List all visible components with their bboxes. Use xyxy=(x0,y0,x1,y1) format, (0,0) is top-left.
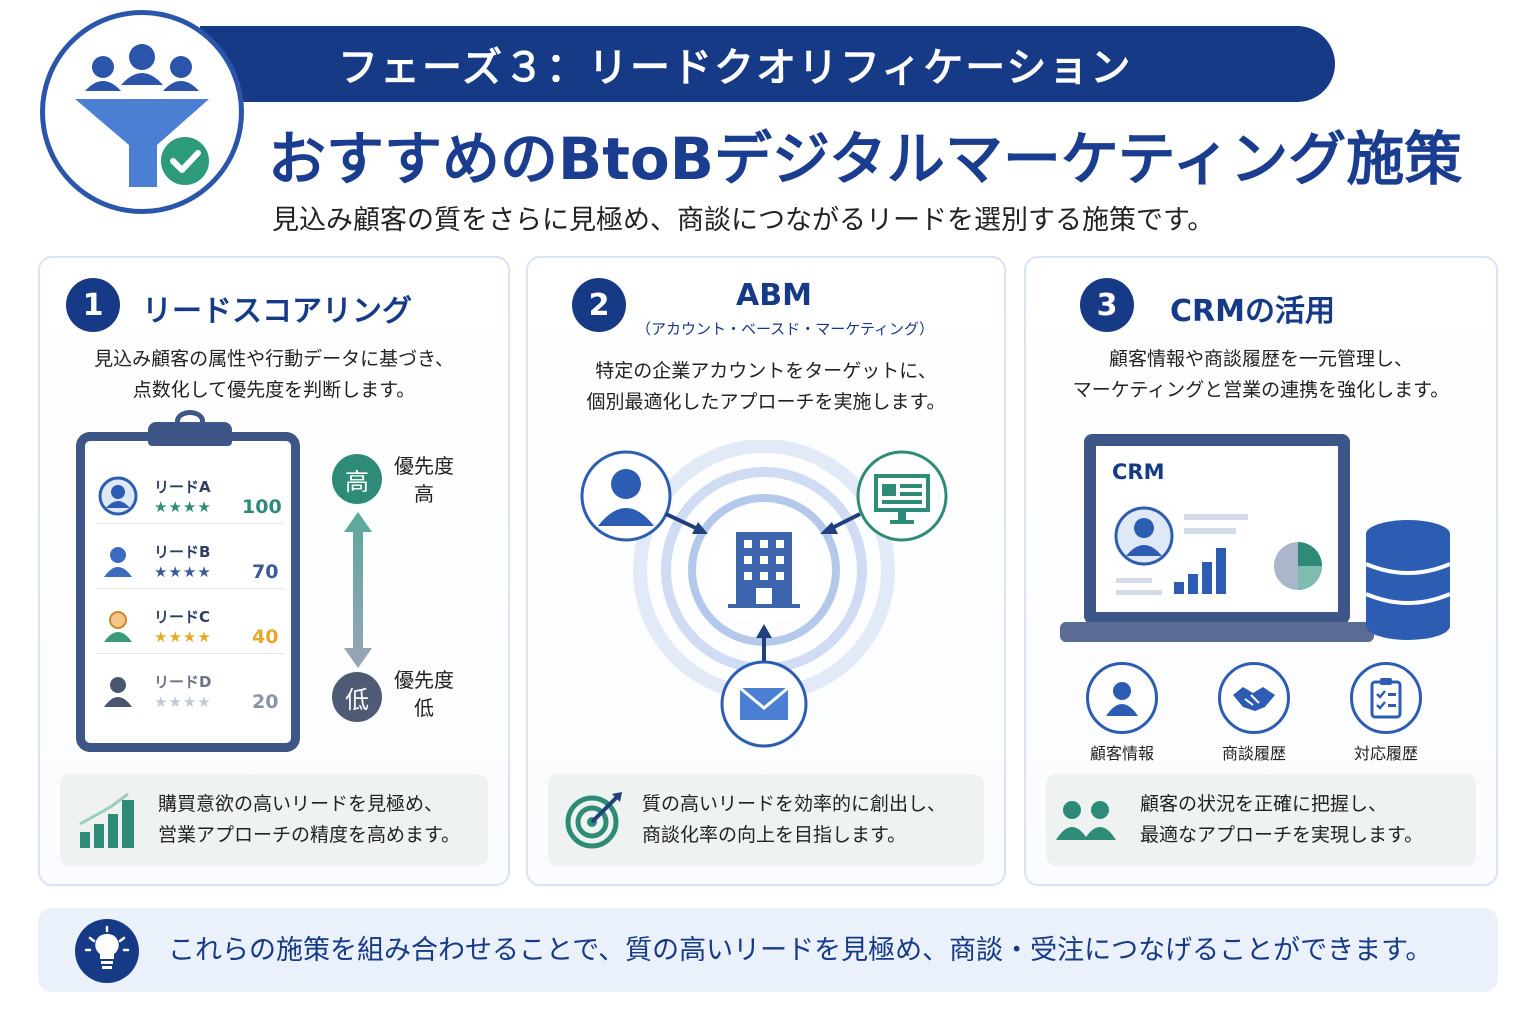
summary-text: 購買意欲の高いリードを見極め、 営業アプローチの精度を高めます。 xyxy=(158,789,460,851)
summary-text: 質の高いリードを効率的に創出し、 商談化率の向上を目指します。 xyxy=(642,789,946,851)
funnel-logo xyxy=(40,10,244,214)
crm-screen-label: CRM xyxy=(1112,460,1165,484)
priority-low-label: 優先度 低 xyxy=(394,666,454,722)
card-summary-crm: 顧客の状況を正確に把握し、 最適なアプローチを実現します。 xyxy=(1046,774,1476,866)
page-title: おすすめのBtoBデジタルマーケティング施策 xyxy=(268,125,1463,193)
monitor-icon xyxy=(856,450,948,542)
user-icon xyxy=(104,547,132,577)
summary-line: 商談化率の向上を目指します。 xyxy=(642,824,907,846)
lightbulb-icon xyxy=(75,919,139,983)
crm-item-label: 顧客情報 xyxy=(1089,744,1154,763)
page-subtitle: 見込み顧客の質をさらに見極め、商談につながるリードを選別する施策です。 xyxy=(272,205,1215,236)
lead-row: リードC ★★★★ 40 xyxy=(96,598,284,654)
customer-info-icon xyxy=(1086,662,1158,734)
user-icon xyxy=(104,611,132,642)
database-icon xyxy=(1365,520,1451,640)
lead-score: 70 xyxy=(252,561,279,583)
desc-line: 個別最適化したアプローチを実施します。 xyxy=(586,391,946,413)
handshake-icon xyxy=(1218,662,1290,734)
user-icon xyxy=(104,677,132,707)
summary-line: 購買意欲の高いリードを見極め、 xyxy=(158,793,444,815)
phase-banner: フェーズ３：リードクオリフィケーション xyxy=(200,26,1335,102)
crm-item-label: 対応履歴 xyxy=(1353,744,1418,763)
summary-line: 顧客の状況を正確に把握し、 xyxy=(1140,793,1388,815)
bar-growth-icon xyxy=(79,792,134,848)
card-title-crm: CRMの活用 xyxy=(1170,294,1335,329)
checklist-icon xyxy=(1350,662,1422,734)
pie-chart-icon xyxy=(1274,542,1322,590)
desc-line: マーケティングと営業の連携を強化します。 xyxy=(1072,379,1450,401)
mail-icon xyxy=(720,660,808,748)
person-icon xyxy=(580,450,672,542)
priority-high-label: 優先度 高 xyxy=(394,452,454,508)
person-icon xyxy=(1114,506,1174,566)
desc-line: 特定の企業アカウントをターゲットに、 xyxy=(595,360,937,382)
crm-item-label: 商談履歴 xyxy=(1221,744,1286,763)
card-summary-abm: 質の高いリードを効率的に創出し、 商談化率の向上を目指します。 xyxy=(548,774,984,866)
card-summary-lead-scoring: 購買意欲の高いリードを見極め、 営業アプローチの精度を高めます。 xyxy=(60,774,488,866)
card-desc-abm: 特定の企業アカウントをターゲットに、 個別最適化したアプローチを実施します。 xyxy=(526,356,1006,418)
card-title-abm: ABM xyxy=(736,278,812,313)
lead-stars: ★★★★ xyxy=(154,498,212,516)
priority-high-badge: 高 xyxy=(332,454,382,504)
priority-low-badge: 低 xyxy=(332,672,382,722)
desc-line: 見込み顧客の属性や行動データに基づき、 xyxy=(94,348,454,370)
lead-row: リードB ★★★★ 70 xyxy=(96,533,284,589)
lead-stars: ★★★★ xyxy=(154,628,212,646)
card-number-2: 2 xyxy=(572,278,626,332)
summary-line: 営業アプローチの精度を高めます。 xyxy=(158,824,461,846)
card-title-lead-scoring: リードスコアリング xyxy=(142,294,412,329)
priority-low-text: 優先度 xyxy=(394,668,454,692)
card-number-3: 3 xyxy=(1080,278,1134,332)
lead-score: 20 xyxy=(252,691,279,713)
summary-text: 顧客の状況を正確に把握し、 最適なアプローチを実現します。 xyxy=(1140,789,1423,851)
summary-line: 質の高いリードを効率的に創出し、 xyxy=(642,793,947,815)
lead-stars: ★★★★ xyxy=(154,563,212,581)
lead-row: リードA ★★★★ 100 xyxy=(96,468,284,524)
desc-line: 点数化して優先度を判断します。 xyxy=(132,379,416,401)
priority-high-text: 高 xyxy=(414,482,434,506)
clipboard-ring xyxy=(175,410,205,432)
priority-high-text: 優先度 xyxy=(394,454,454,478)
card-desc-lead-scoring: 見込み顧客の属性や行動データに基づき、 点数化して優先度を判断します。 xyxy=(38,344,510,406)
summary-line: 最適なアプローチを実現します。 xyxy=(1140,824,1424,846)
lead-row: リードD ★★★★ 20 xyxy=(96,663,284,719)
funnel-icon xyxy=(75,44,213,189)
footer-banner xyxy=(38,908,1498,992)
card-number-1: 1 xyxy=(66,278,120,332)
desc-line: 顧客情報や商談履歴を一元管理し、 xyxy=(1108,348,1413,370)
lead-name: リードA xyxy=(154,478,211,496)
user-avatar-icon xyxy=(98,476,138,516)
abm-target-diagram xyxy=(580,440,948,748)
card-desc-crm: 顧客情報や商談履歴を一元管理し、 マーケティングと営業の連携を強化します。 xyxy=(1024,344,1498,406)
target-icon xyxy=(565,792,622,849)
lead-score: 40 xyxy=(252,626,279,648)
priority-arrow-icon xyxy=(344,512,372,668)
clipboard-clip xyxy=(148,422,232,446)
lead-stars: ★★★★ xyxy=(154,693,212,711)
building-icon xyxy=(728,532,800,608)
lead-name: リードC xyxy=(154,608,211,626)
lead-name: リードB xyxy=(154,543,211,561)
priority-low-text: 低 xyxy=(414,696,434,720)
crm-laptop-illustration xyxy=(1060,434,1451,642)
card-subtitle-abm: （アカウント・ベースド・マーケティング） xyxy=(636,320,935,338)
lead-score: 100 xyxy=(242,496,282,518)
lead-name: リードD xyxy=(154,673,212,691)
team-icon xyxy=(1056,801,1116,840)
footer-text: これらの施策を組み合わせることで、質の高いリードを見極め、商談・受注につなげるこ… xyxy=(168,935,1433,966)
